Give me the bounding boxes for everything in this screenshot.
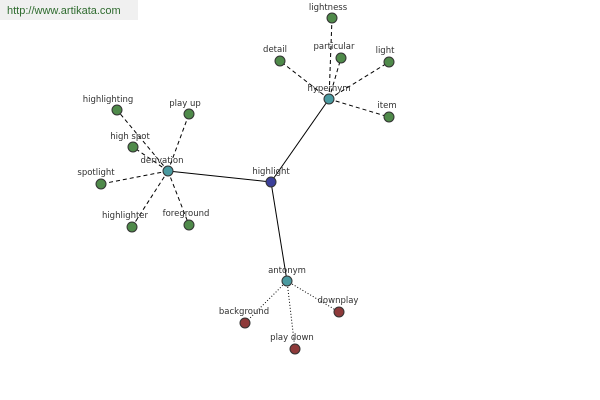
- edge-hypernym-light: [328, 61, 390, 100]
- node-dot-hypernym[interactable]: [323, 93, 335, 105]
- node-background[interactable]: background: [219, 307, 269, 329]
- node-label-detail[interactable]: detail: [263, 45, 287, 55]
- node-foreground[interactable]: foreground: [163, 209, 210, 231]
- edge-antonym-play-down: [286, 280, 296, 350]
- node-dot-detail[interactable]: [274, 55, 286, 67]
- url-link[interactable]: http://www.artikata.com: [7, 5, 121, 17]
- edge-derivation-spotlight: [100, 170, 169, 185]
- node-label-high-spot[interactable]: high spot: [110, 132, 150, 142]
- node-item[interactable]: item: [377, 101, 397, 123]
- node-derivation[interactable]: derivation: [140, 156, 184, 177]
- node-highlighting[interactable]: highlighting: [83, 95, 134, 116]
- node-label-spotlight[interactable]: spotlight: [77, 168, 115, 178]
- node-antonym[interactable]: antonym: [268, 266, 306, 287]
- node-label-downplay[interactable]: downplay: [318, 296, 359, 306]
- node-label-background[interactable]: background: [219, 307, 269, 317]
- node-dot-derivation[interactable]: [162, 165, 174, 177]
- edge-derivation-high-spot: [132, 146, 169, 172]
- node-label-play-up[interactable]: play up: [169, 99, 200, 109]
- node-play-up[interactable]: play up: [169, 99, 201, 120]
- edge-antonym-background: [244, 280, 288, 324]
- node-dot-highlight[interactable]: [265, 176, 277, 188]
- edge-highlight-antonym: [270, 181, 288, 282]
- graph-edges: [100, 17, 390, 350]
- node-dot-background[interactable]: [239, 317, 251, 329]
- node-dot-high-spot[interactable]: [127, 141, 139, 153]
- node-dot-light[interactable]: [383, 56, 395, 68]
- node-dot-item[interactable]: [383, 111, 395, 123]
- node-spotlight[interactable]: spotlight: [77, 168, 115, 190]
- node-label-hypernym[interactable]: hypernym: [307, 84, 350, 94]
- node-label-play-down[interactable]: play down: [270, 333, 314, 343]
- node-label-light[interactable]: light: [376, 46, 396, 56]
- node-label-highlighter[interactable]: highlighter: [102, 211, 149, 221]
- node-label-highlighting[interactable]: highlighting: [83, 95, 134, 105]
- node-label-highlight[interactable]: highlight: [252, 167, 290, 177]
- url-banner: http://www.artikata.com: [0, 0, 138, 20]
- node-hypernym[interactable]: hypernym: [307, 84, 351, 105]
- edge-highlight-derivation: [167, 170, 272, 183]
- node-high-spot[interactable]: high spot: [110, 132, 150, 153]
- edge-hypernym-detail: [279, 60, 330, 100]
- node-detail[interactable]: detail: [263, 45, 287, 67]
- node-label-antonym[interactable]: antonym: [268, 266, 306, 276]
- node-particular[interactable]: particular: [314, 42, 355, 64]
- node-dot-antonym[interactable]: [281, 275, 293, 287]
- node-dot-particular[interactable]: [335, 52, 347, 64]
- node-dot-foreground[interactable]: [183, 219, 195, 231]
- node-dot-lightness[interactable]: [326, 12, 338, 24]
- graph-nodes: lightness detail particular light item highli…: [77, 3, 397, 355]
- node-play-down[interactable]: play down: [270, 333, 314, 355]
- node-highlighter[interactable]: highlighter: [102, 211, 149, 233]
- node-label-derivation[interactable]: derivation: [140, 156, 183, 166]
- edge-hypernym-item: [328, 98, 390, 118]
- node-dot-play-down[interactable]: [289, 343, 301, 355]
- edge-antonym-downplay: [286, 280, 340, 313]
- node-downplay[interactable]: downplay: [318, 296, 359, 318]
- edge-derivation-foreground: [167, 170, 190, 226]
- node-light[interactable]: light: [376, 46, 396, 68]
- node-label-particular[interactable]: particular: [314, 42, 355, 52]
- node-label-foreground[interactable]: foreground: [163, 209, 210, 219]
- node-dot-highlighting[interactable]: [111, 104, 123, 116]
- node-label-item[interactable]: item: [377, 101, 396, 111]
- edge-derivation-highlighting: [116, 109, 169, 172]
- node-dot-spotlight[interactable]: [95, 178, 107, 190]
- edge-hypernym-particular: [328, 57, 342, 100]
- node-label-lightness[interactable]: lightness: [309, 3, 348, 13]
- node-dot-play-up[interactable]: [183, 108, 195, 120]
- node-lightness[interactable]: lightness: [309, 3, 348, 24]
- node-dot-downplay[interactable]: [333, 306, 345, 318]
- node-highlight[interactable]: highlight: [252, 167, 290, 188]
- node-dot-highlighter[interactable]: [126, 221, 138, 233]
- edge-highlight-hypernym: [270, 98, 330, 183]
- edge-derivation-play-up: [167, 113, 190, 172]
